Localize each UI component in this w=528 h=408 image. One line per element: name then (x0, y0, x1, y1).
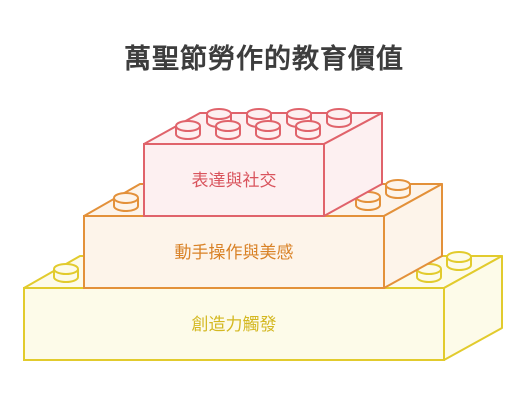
stud (355, 191, 381, 211)
stud (446, 251, 472, 271)
stud (215, 120, 241, 140)
stud (175, 120, 201, 140)
stud (113, 192, 139, 212)
page-title: 萬聖節勞作的教育價值 (124, 44, 404, 75)
block-expression: 表達與社交 (143, 108, 383, 217)
stud (255, 120, 281, 140)
stud (385, 179, 411, 199)
block-label-hands-on: 動手操作與美感 (175, 243, 294, 263)
stud (326, 108, 352, 128)
stud (295, 120, 321, 140)
stud (206, 108, 232, 128)
stud (53, 263, 79, 283)
block-label-expression: 表達與社交 (192, 171, 277, 191)
block-label-creativity: 創造力觸發 (192, 315, 277, 335)
